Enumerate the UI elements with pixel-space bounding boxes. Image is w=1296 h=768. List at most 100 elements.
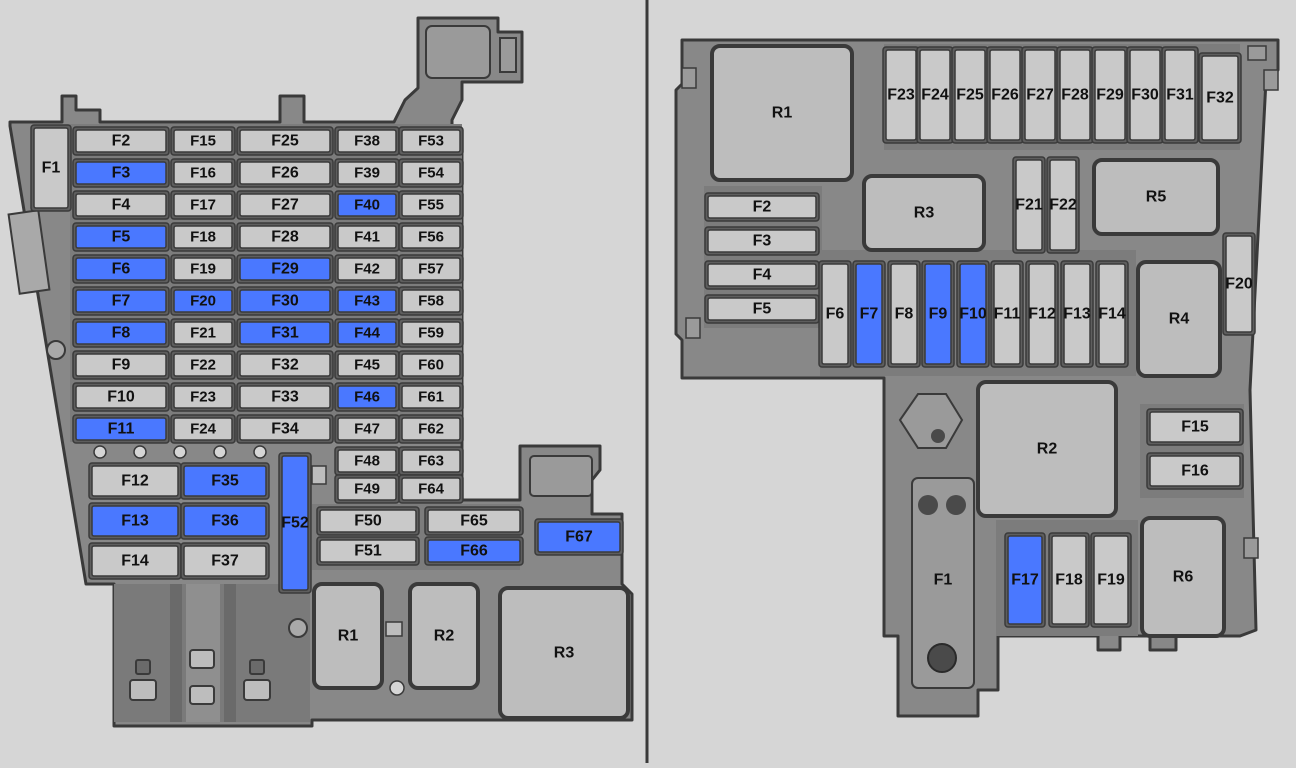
left-fuse-f9-body <box>75 353 167 377</box>
right-fuse-f23-label: F23 <box>887 87 915 104</box>
left-fuse-f62-body <box>401 417 461 441</box>
left-fuse-f45-body <box>337 353 397 377</box>
left-fuse-f32-body <box>239 353 331 377</box>
right-fuse-f11-body <box>993 263 1021 365</box>
right-fuse-f3-body <box>707 229 817 253</box>
left-fuse-f60-label: F60 <box>418 357 444 374</box>
left-fuse-f43-body <box>337 289 397 313</box>
right-fuse-f17-label: F17 <box>1011 572 1039 589</box>
left-fuse-f50-label: F50 <box>354 513 382 530</box>
right-relay-r5-label: R5 <box>1146 189 1167 206</box>
left-fuse-f2-label: F2 <box>112 133 131 150</box>
right-fuse-f3: F3 <box>704 226 820 256</box>
left-fuse-f7-label: F7 <box>112 293 131 310</box>
left-fuse-f25-body <box>239 129 331 153</box>
left-fuse-f12: F12 <box>88 462 182 500</box>
left-fuse-f16-body <box>173 161 233 185</box>
left-fuse-f51-label: F51 <box>354 543 382 560</box>
left-fuse-f31-body <box>239 321 331 345</box>
left-fuse-f16-label: F16 <box>190 165 216 182</box>
right-fuse-f26-body <box>989 49 1021 141</box>
right-fuse-f21-label: F21 <box>1015 197 1043 214</box>
left-fuse-f32: F32 <box>236 350 334 380</box>
right-fuse-f24: F24 <box>916 46 954 144</box>
left-fuse-f38: F38 <box>334 126 400 156</box>
left-fuse-f66: F66 <box>424 536 524 566</box>
left-fuse-f40: F40 <box>334 190 400 220</box>
right-fuse-f18-label: F18 <box>1055 572 1083 589</box>
left-fuse-f61-body <box>401 385 461 409</box>
left-fuse-f37-body <box>183 545 267 577</box>
left-fuse-f42-label: F42 <box>354 261 380 278</box>
left-fuse-f33: F33 <box>236 382 334 412</box>
left-fuse-f48-label: F48 <box>354 453 380 470</box>
left-fuse-f57-body <box>401 257 461 281</box>
left-fuse-f53-label: F53 <box>418 133 444 150</box>
right-fuse-f5-body <box>707 297 817 321</box>
left-fuse-f13: F13 <box>88 502 182 540</box>
left-fuse-f61: F61 <box>398 382 464 412</box>
left-fuse-f33-label: F33 <box>271 389 299 406</box>
right-fuse-f16: F16 <box>1146 452 1244 490</box>
left-fuse-f47-body <box>337 417 397 441</box>
right-fuse-f19: F19 <box>1090 532 1132 628</box>
left-fuse-f46: F46 <box>334 382 400 412</box>
left-fuse-f27-label: F27 <box>271 197 299 214</box>
left-fuse-f41-label: F41 <box>354 229 380 246</box>
left-fuse-f20-body <box>173 289 233 313</box>
left-fuse-f54-label: F54 <box>418 165 445 182</box>
left-fuse-f21-label: F21 <box>190 325 216 342</box>
left-fuse-f67: F67 <box>534 518 624 556</box>
left-fuse-f60-body <box>401 353 461 377</box>
left-fuse-f3-body <box>75 161 167 185</box>
left-fuse-f22: F22 <box>170 350 236 380</box>
left-fuse-f1: F1 <box>30 124 72 212</box>
right-fuse-f9-label: F9 <box>929 306 948 323</box>
left-fuse-f1-body <box>33 127 69 209</box>
right-fuse-f14-label: F14 <box>1098 306 1126 323</box>
left-fuse-f30: F30 <box>236 286 334 316</box>
left-fuse-f64-body <box>401 477 461 501</box>
right-fuse-f2-label: F2 <box>753 199 772 216</box>
right-fuse-f16-body <box>1149 455 1241 487</box>
left-fuse-f41-body <box>337 225 397 249</box>
right-relay-r5: R5 <box>1092 158 1220 236</box>
left-relay-r1-body <box>312 582 384 690</box>
right-fuse-f6-label: F6 <box>826 306 845 323</box>
left-fuse-f26: F26 <box>236 158 334 188</box>
left-fuse-f5-body <box>75 225 167 249</box>
left-fuse-f20: F20 <box>170 286 236 316</box>
left-fuse-f37-label: F37 <box>211 553 239 570</box>
left-fuse-f6-body <box>75 257 167 281</box>
left-relay-r1-label: R1 <box>338 628 359 645</box>
left-relay-r1: R1 <box>312 582 384 690</box>
left-fuse-f5-label: F5 <box>112 229 131 246</box>
left-fuse-f11: F11 <box>72 414 170 444</box>
left-fuse-f61-label: F61 <box>418 389 444 406</box>
left-fuse-f36-label: F36 <box>211 513 239 530</box>
left-fuse-f55-body <box>401 193 461 217</box>
left-fuse-f27: F27 <box>236 190 334 220</box>
left-fuse-f27-body <box>239 193 331 217</box>
left-fuse-f36-body <box>183 505 267 537</box>
left-fuse-f22-body <box>173 353 233 377</box>
left-fuse-f34-body <box>239 417 331 441</box>
left-fuse-f35-label: F35 <box>211 473 239 490</box>
right-fuse-f29-body <box>1094 49 1126 141</box>
left-fuse-f40-body <box>337 193 397 217</box>
right-fuse-f16-label: F16 <box>1181 463 1209 480</box>
right-fuse-f4-body <box>707 263 817 287</box>
left-fuse-f10: F10 <box>72 382 170 412</box>
right-fuse-f12: F12 <box>1025 260 1059 368</box>
right-fuse-f31-body <box>1164 49 1196 141</box>
left-fuse-f42-body <box>337 257 397 281</box>
left-fuse-f19: F19 <box>170 254 236 284</box>
left-fuse-f23-label: F23 <box>190 389 216 406</box>
left-fuse-f46-body <box>337 385 397 409</box>
left-fuse-f39-label: F39 <box>354 165 380 182</box>
left-fuse-f57-label: F57 <box>418 261 444 278</box>
left-fuse-f12-body <box>91 465 179 497</box>
left-fuse-f8-label: F8 <box>112 325 131 342</box>
right-fuse-f20-label: F20 <box>1225 276 1253 293</box>
